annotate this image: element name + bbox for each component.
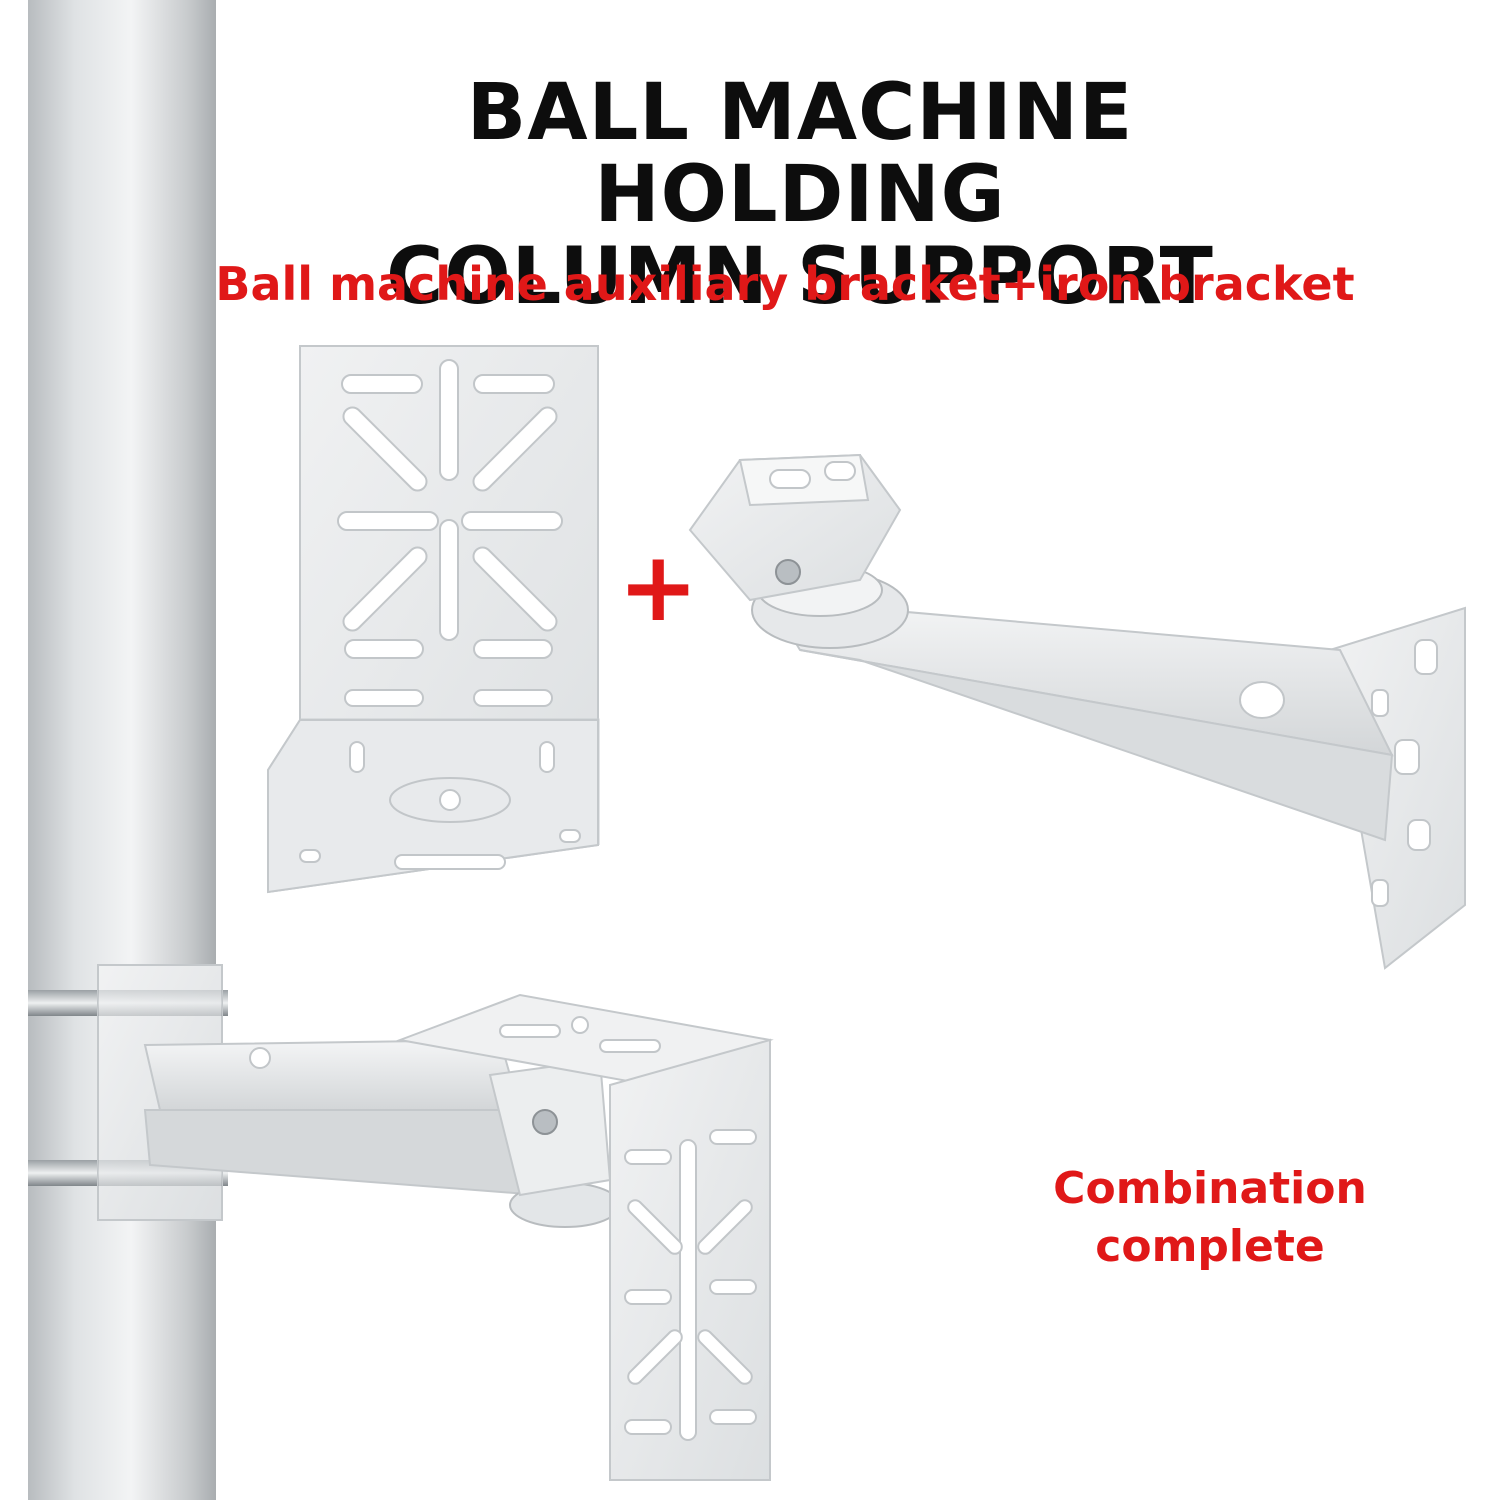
title-line-1: BALL MACHINE HOLDING — [466, 68, 1134, 240]
combination-note: Combination complete — [1000, 1160, 1420, 1276]
combination-note-line-1: Combination — [1053, 1163, 1367, 1214]
plus-sign: + — [618, 531, 699, 643]
assembled-combination — [28, 964, 774, 1481]
combination-note-line-2: complete — [1095, 1221, 1325, 1272]
iron-wall-bracket — [688, 453, 1466, 970]
auxiliary-l-bracket — [267, 345, 600, 894]
pole — [28, 0, 216, 1500]
page-title: BALL MACHINE HOLDING COLUMN SUPPORT — [250, 72, 1350, 318]
title-line-2: COLUMN SUPPORT — [386, 232, 1214, 322]
subtitle: Ball machine auxiliary bracket+iron brac… — [215, 257, 1355, 311]
